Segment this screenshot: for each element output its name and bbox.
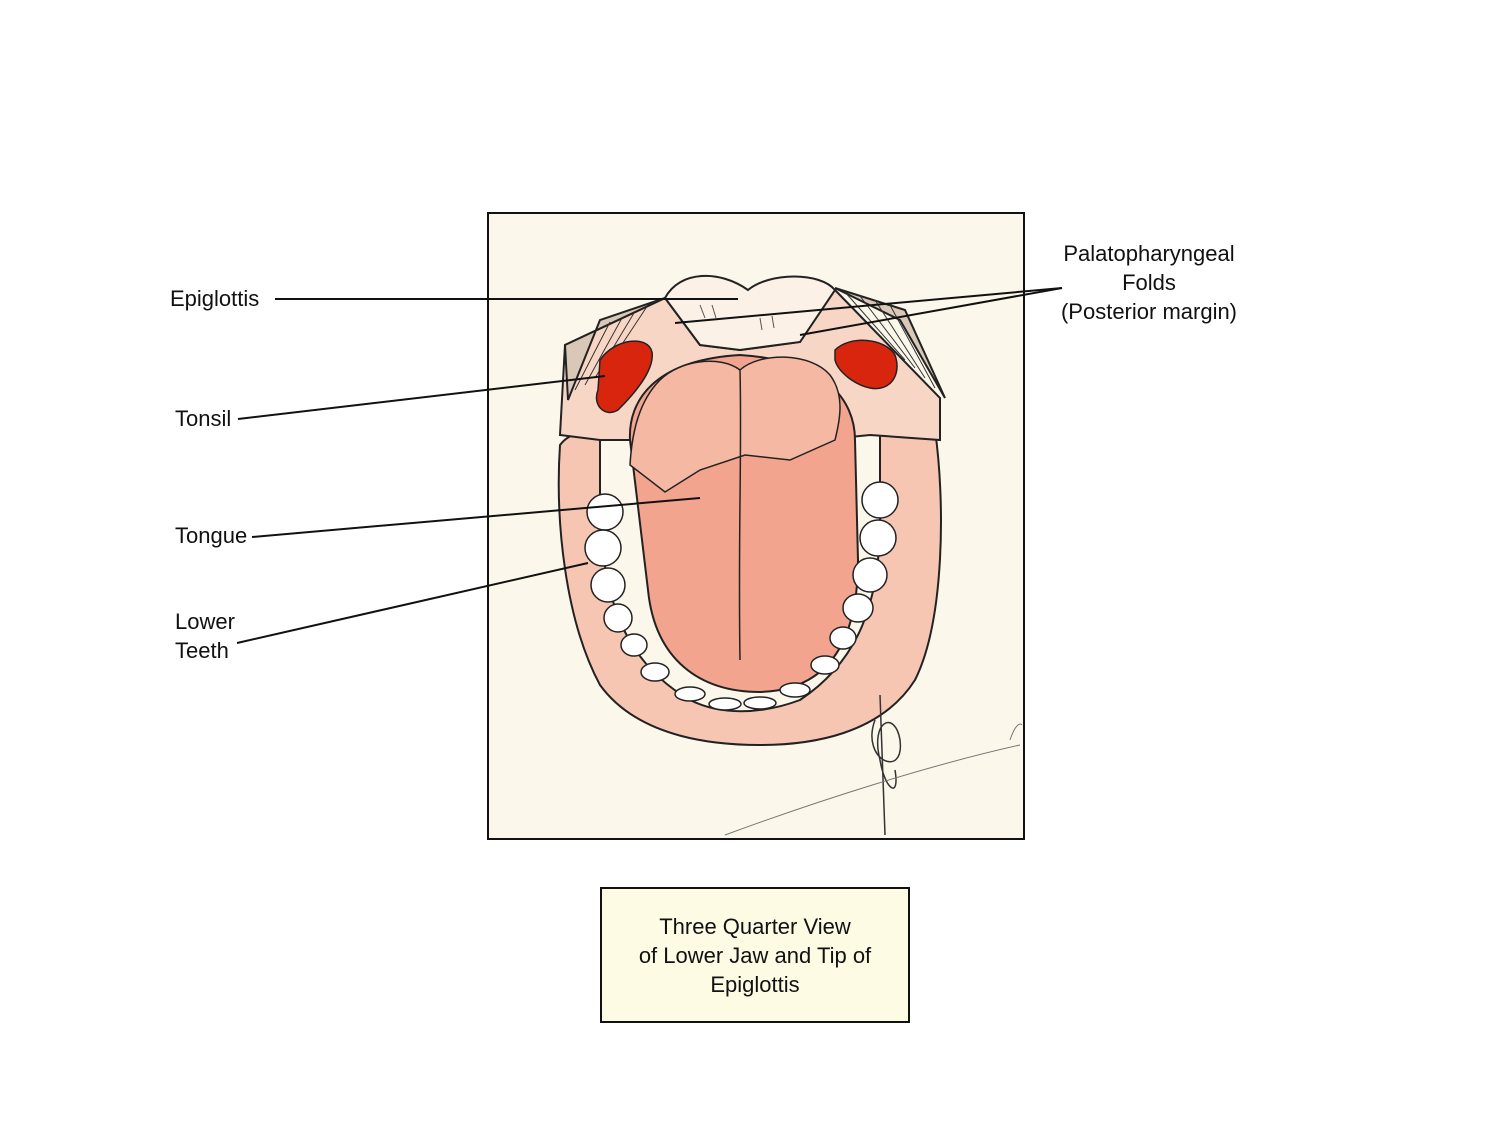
palatopharyngeal-leader-2 [799,287,1063,336]
label-lower-teeth-line2: Teeth [175,638,229,663]
epiglottis-tip [663,274,837,352]
label-lower-teeth-line1: Lower [175,609,235,634]
caption-box: Three Quarter View of Lower Jaw and Tip … [600,887,910,1023]
tonsil-leader [237,375,606,420]
lower-teeth-left [584,493,742,711]
background-stroke [724,723,1023,836]
palatopharyngeal-leader-1 [674,287,1063,324]
label-tongue-text: Tongue [175,523,248,548]
caption-line3: Epiglottis [710,971,800,997]
median-sulcus [738,369,742,661]
label-palatopharyngeal-line3: (Posterior margin) [1060,299,1238,324]
left-tonsil [595,340,653,414]
label-tonsil: Tonsil [175,404,231,433]
leader-lines [236,287,1063,644]
tongue-leader [251,497,701,538]
label-epiglottis-text: Epiglottis [170,286,260,311]
jaw-illustration [557,274,1023,836]
lower-teeth-right [743,481,899,710]
label-tongue: Tongue [175,521,247,550]
label-palatopharyngeal-line1: Palatopharyngeal [1063,241,1235,266]
right-fold [834,287,946,399]
label-epiglottis: Epiglottis [170,284,259,313]
lower-teeth-leader [236,562,589,644]
caption-line2: of Lower Jaw and Tip of [638,942,872,968]
label-lower-teeth: Lower Teeth [175,607,235,665]
left-fold [563,297,666,401]
label-palatopharyngeal-line2: Folds [1122,270,1176,295]
caption-line1: Three Quarter View [659,913,851,939]
label-palatopharyngeal: Palatopharyngeal Folds (Posterior margin… [1040,239,1258,326]
tongue-papillae [629,356,841,493]
label-tonsil-text: Tonsil [175,406,232,431]
right-tonsil [834,339,898,390]
signature-mark [871,694,902,836]
